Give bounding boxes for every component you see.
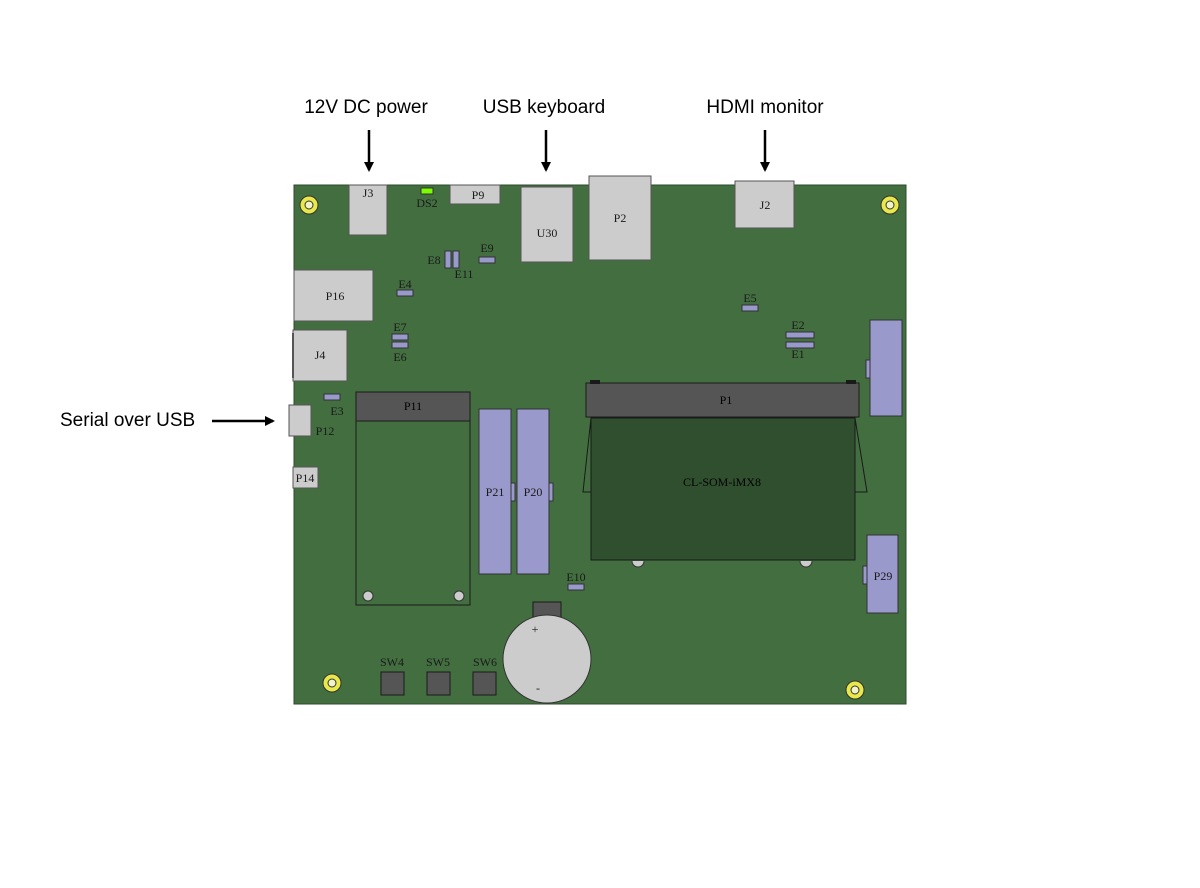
label-e1: E1 bbox=[791, 347, 804, 361]
led-ds2: DS2 bbox=[416, 187, 438, 210]
label-j2: J2 bbox=[760, 198, 771, 212]
battery-minus: - bbox=[536, 681, 540, 695]
label-p2: P2 bbox=[614, 211, 627, 225]
button-sw4: SW4 bbox=[380, 655, 405, 696]
mount-hole-bottom-left bbox=[322, 673, 342, 693]
label-u30: U30 bbox=[537, 226, 558, 240]
label-e3: E3 bbox=[330, 404, 343, 418]
label-e9: E9 bbox=[480, 241, 493, 255]
jumper-e10: E10 bbox=[566, 570, 586, 591]
connector-p16: P16 bbox=[293, 269, 374, 322]
connector-p14: P14 bbox=[292, 466, 319, 489]
connector-j4: J4 bbox=[292, 329, 348, 382]
jumper-e7-e6: E7 E6 bbox=[391, 320, 409, 364]
battery-plus: + bbox=[532, 622, 539, 636]
label-ds2: DS2 bbox=[416, 196, 437, 210]
slot-p11: P11 bbox=[355, 391, 471, 606]
label-sw6: SW6 bbox=[473, 655, 497, 669]
mount-hole-top-right bbox=[880, 195, 900, 215]
callout-keyboard: USB keyboard bbox=[483, 97, 606, 118]
callout-hdmi: HDMI monitor bbox=[706, 97, 824, 118]
label-e2: E2 bbox=[791, 318, 804, 332]
callout-power: 12V DC power bbox=[304, 97, 428, 118]
label-p29: P29 bbox=[874, 569, 893, 583]
label-p1: P1 bbox=[720, 393, 733, 407]
label-j4: J4 bbox=[315, 348, 326, 362]
connector-p2: P2 bbox=[588, 175, 652, 261]
label-e5: E5 bbox=[743, 291, 756, 305]
connector-u30: U30 bbox=[520, 186, 574, 263]
label-p12: P12 bbox=[316, 424, 335, 438]
som-module: P1 CL-SOM-iMX8 bbox=[582, 380, 868, 568]
label-e7: E7 bbox=[393, 320, 406, 334]
mount-hole-bottom-right bbox=[845, 680, 865, 700]
label-p11: P11 bbox=[404, 399, 422, 413]
connector-j2: J2 bbox=[734, 180, 795, 229]
label-p21: P21 bbox=[486, 485, 505, 499]
label-e4: E4 bbox=[398, 277, 411, 291]
coin-cell-battery: + - bbox=[502, 601, 592, 704]
label-e6: E6 bbox=[393, 350, 406, 364]
label-p20: P20 bbox=[524, 485, 543, 499]
callout-serial: Serial over USB bbox=[60, 410, 195, 431]
connector-j3: J3 bbox=[348, 184, 388, 236]
header-p21: P21 bbox=[478, 408, 516, 575]
label-j3: J3 bbox=[363, 186, 374, 200]
label-p14: P14 bbox=[296, 471, 315, 485]
jumper-e3: E3 bbox=[323, 393, 344, 418]
label-sw4: SW4 bbox=[380, 655, 404, 669]
label-e10: E10 bbox=[566, 570, 585, 584]
label-som: CL-SOM-iMX8 bbox=[683, 475, 761, 489]
mount-hole-top-left bbox=[299, 195, 319, 215]
header-p20: P20 bbox=[516, 408, 554, 575]
header-right-top bbox=[865, 319, 903, 417]
connector-p9: P9 bbox=[449, 184, 501, 205]
jumper-e2-e1: E2 E1 bbox=[785, 318, 815, 361]
jumper-e4: E4 bbox=[396, 277, 414, 297]
header-p29: P29 bbox=[862, 534, 899, 614]
label-e8: E8 bbox=[427, 253, 440, 267]
jumper-e5: E5 bbox=[741, 291, 759, 312]
button-sw5: SW5 bbox=[426, 655, 451, 696]
connector-p12: P12 bbox=[288, 404, 335, 438]
jumper-e9: E9 bbox=[478, 241, 496, 264]
jumper-e8-e11: E8 E11 bbox=[427, 250, 474, 281]
label-e11: E11 bbox=[455, 267, 474, 281]
label-p16: P16 bbox=[326, 289, 345, 303]
label-sw5: SW5 bbox=[426, 655, 450, 669]
button-sw6: SW6 bbox=[472, 655, 497, 696]
label-p9: P9 bbox=[472, 188, 485, 202]
